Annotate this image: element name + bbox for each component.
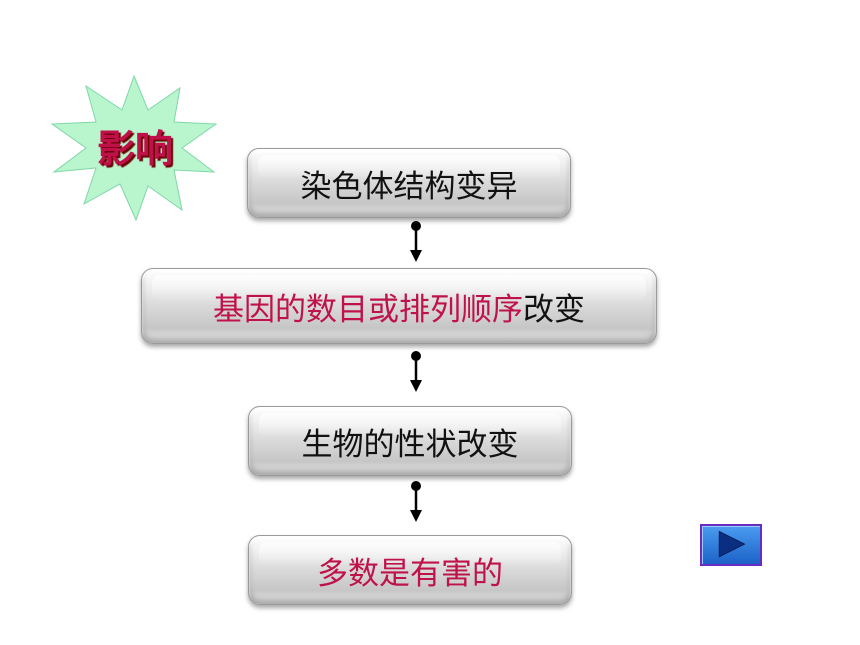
next-slide-button[interactable] [700, 524, 762, 566]
badge-label: 影响 [96, 127, 173, 171]
play-triangle-icon [718, 530, 746, 558]
starburst-badge [50, 74, 218, 222]
flow-box-text-emphasis: 多数是有害的 [317, 555, 503, 592]
flow-box-mostly-harmful: 多数是有害的 [248, 535, 572, 605]
flow-box-text: 染色体结构变异 [300, 168, 518, 205]
flow-box-text: 生物的性状改变 [301, 426, 519, 463]
down-arrow-icon [410, 351, 422, 392]
flow-box-text: 改变 [523, 291, 585, 328]
flow-box-gene-change: 基因的数目或排列顺序改变 [141, 268, 657, 344]
down-arrow-icon [410, 221, 422, 262]
down-arrow-icon [410, 481, 422, 522]
flow-box-text-emphasis: 基因的数目或排列顺序 [213, 291, 523, 328]
flow-box-chromosome-variation: 染色体结构变异 [247, 148, 571, 218]
flow-box-trait-change: 生物的性状改变 [248, 406, 572, 476]
